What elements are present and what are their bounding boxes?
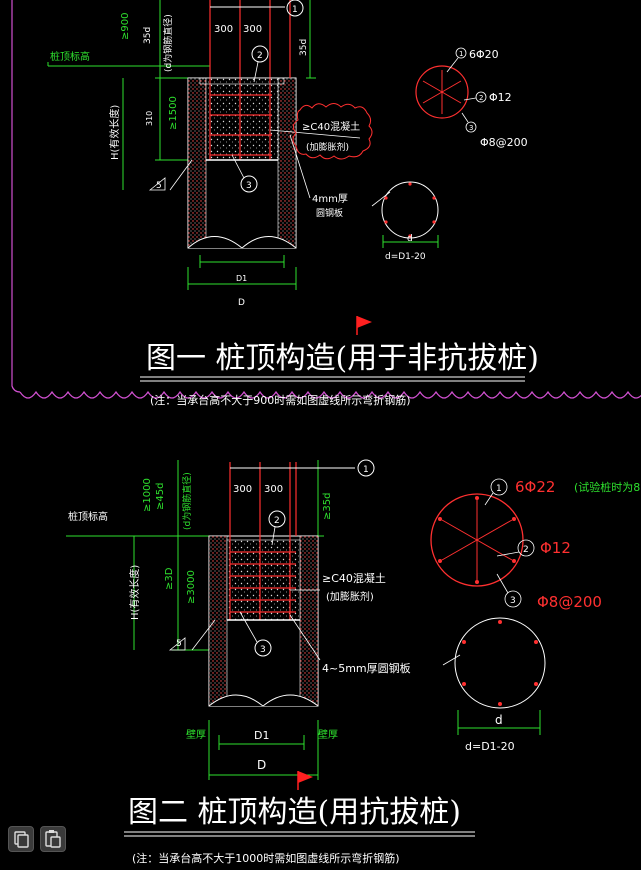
top-300-a-2: 300 xyxy=(233,484,252,495)
dim-D: D xyxy=(238,298,245,308)
sec-bar-2: Φ12 xyxy=(489,91,512,104)
top-300-b: 300 xyxy=(243,24,262,35)
top-300-b-2: 300 xyxy=(264,484,283,495)
dim-d1-2: D1 xyxy=(254,729,269,742)
sec-bar-3-2: Φ8@200 xyxy=(537,593,602,611)
sec-dformula-2: d=D1-20 xyxy=(465,740,515,753)
sec-label-2-2: 2 xyxy=(523,545,529,555)
top-300-a: 300 xyxy=(214,24,233,35)
sec-d-2: d xyxy=(495,713,503,727)
callout-1: 1 xyxy=(292,5,298,15)
weld-label-2: 5 xyxy=(176,639,182,649)
plate-label-fig2: 4~5mm厚圆钢板 xyxy=(322,661,411,675)
copy-button[interactable] xyxy=(8,826,34,852)
sec-label-1: 1 xyxy=(459,50,463,58)
callout-2: 2 xyxy=(257,51,263,61)
weld-label: 5 xyxy=(156,181,162,191)
dim-d-note-2: (d为钢筋直径) xyxy=(181,472,193,530)
fig1-title: 图一 桩顶构造(用于非抗拔桩) xyxy=(146,341,539,376)
concrete-label-2: ≥C40混凝土 xyxy=(322,571,386,585)
paste-icon xyxy=(45,830,61,848)
callout-1-2: 1 xyxy=(363,465,369,475)
sec-bar-1-note: (试验桩时为8 xyxy=(574,480,640,494)
callout-2-2: 2 xyxy=(274,516,280,526)
copy-icon xyxy=(14,831,29,848)
sec-bar-1-2: 6Φ22 xyxy=(515,478,555,496)
dim-35d-right: 35d xyxy=(299,39,309,56)
dim-h-2: H(有效长度) xyxy=(128,565,141,620)
sec-label-3: 3 xyxy=(469,124,473,132)
dim-45d: ≥45d xyxy=(155,483,166,510)
sec-bar-1: 6Φ20 xyxy=(469,48,499,61)
sheet-border xyxy=(11,0,641,399)
dim-h: H(有效长度) xyxy=(108,105,121,160)
wall-left: 壁厚 xyxy=(186,728,206,741)
wall-right: 壁厚 xyxy=(318,728,338,741)
dim-D-2: D xyxy=(257,758,266,772)
dim-d1: D1 xyxy=(236,274,247,283)
dim-3000: ≥3000 xyxy=(186,570,197,604)
sec-bar-3: Φ8@200 xyxy=(480,136,528,149)
sec-bar-2-2: Φ12 xyxy=(540,539,571,557)
concrete-note: (加膨胀剂) xyxy=(306,141,349,153)
pile-top-label: 桩顶标高 xyxy=(50,50,90,63)
dim-1000: ≥1000 xyxy=(142,478,153,512)
concrete-note-2: (加膨胀剂) xyxy=(326,590,374,603)
concrete-label: ≥C40混凝土 xyxy=(302,120,360,133)
callout-3-2: 3 xyxy=(260,645,266,655)
sec-d: d xyxy=(407,234,413,244)
dim-35d: 35d xyxy=(143,27,153,44)
fig2-title: 图二 桩顶构造(用抗拔桩) xyxy=(128,795,461,830)
dim-310: 310 xyxy=(145,111,154,126)
fig1-note: (注：当承台高不大于900时需如图虚线所示弯折钢筋) xyxy=(150,393,411,407)
plate-label-2: 圆钢板 xyxy=(316,207,343,219)
dim-35d-right-2: ≥35d xyxy=(322,493,333,520)
sec-label-1-2: 1 xyxy=(496,484,502,494)
pile-top-label-2: 桩顶标高 xyxy=(68,510,108,523)
dim-1500: ≥1500 xyxy=(168,96,179,130)
fig2-note: (注：当承台高不大于1000时需如图虚线所示弯折钢筋) xyxy=(132,851,400,865)
callout-3: 3 xyxy=(246,181,252,191)
sec-label-2: 2 xyxy=(479,94,483,102)
figure-1: 桩顶标高 ≥900 35d (d为钢筋直径) ≥1500 310 H(有效长度)… xyxy=(47,0,539,407)
sec-dformula: d=D1-20 xyxy=(385,252,426,262)
figure-2: 桩顶标高 ≥1000 ≥45d (d为钢筋直径) ≥3000 ≥3D H(有效长… xyxy=(66,459,640,865)
dim-3d: ≥3D xyxy=(164,567,175,590)
paste-button[interactable] xyxy=(40,826,66,852)
sec-label-3-2: 3 xyxy=(510,596,516,606)
dim-900: ≥900 xyxy=(120,13,131,40)
dim-d-note: (d为钢筋直径) xyxy=(162,14,174,72)
plate-label: 4mm厚 xyxy=(312,193,348,205)
